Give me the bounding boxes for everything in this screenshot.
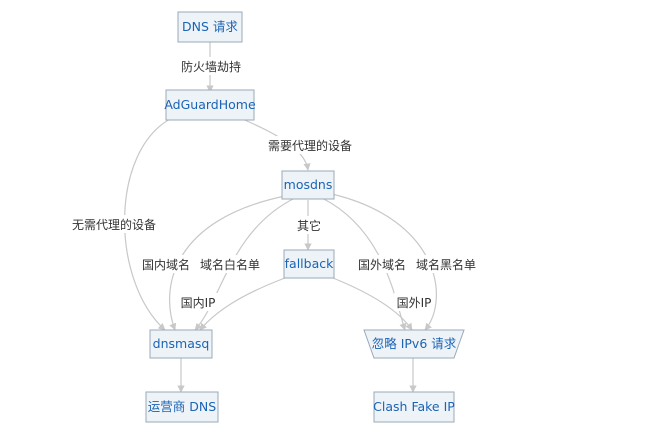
label-firewall-hijack: 防火墙劫持	[181, 59, 241, 74]
label-domestic-domain: 国内域名	[142, 257, 190, 272]
label-domain-whitelist: 域名白名单	[200, 257, 260, 272]
label-foreign-ip: 国外IP	[397, 296, 432, 310]
node-isp-dns[interactable]: 运营商 DNS	[145, 391, 219, 423]
label-needs-proxy: 需要代理的设备	[268, 138, 352, 153]
node-clash-fake-ip-label: Clash Fake IP	[373, 399, 455, 414]
node-dnsmasq-label: dnsmasq	[153, 336, 210, 351]
node-ignore-ipv6[interactable]: 忽略 IPv6 请求	[363, 329, 465, 359]
node-ignore-ipv6-label: 忽略 IPv6 请求	[372, 336, 457, 351]
edge-labels: 防火墙劫持 需要代理的设备 无需代理的设备 其它 国内域名 域名白名单 国外域名…	[70, 57, 478, 311]
node-dnsmasq[interactable]: dnsmasq	[149, 329, 213, 359]
node-fallback-label: fallback	[285, 256, 334, 271]
node-dns-request-label: DNS 请求	[182, 19, 238, 34]
node-mosdns-label: mosdns	[284, 177, 333, 192]
label-domestic-ip: 国内IP	[181, 296, 216, 310]
node-dns-request[interactable]: DNS 请求	[177, 11, 243, 43]
node-adguardhome-label: AdGuardHome	[164, 97, 256, 112]
label-domain-blacklist: 域名黑名单	[416, 257, 476, 272]
edge-fallback-to-ipv6	[332, 277, 413, 331]
node-fallback[interactable]: fallback	[283, 249, 335, 279]
node-adguardhome[interactable]: AdGuardHome	[164, 89, 256, 121]
node-mosdns[interactable]: mosdns	[281, 170, 335, 200]
label-foreign-domain: 国外域名	[358, 257, 406, 272]
node-isp-dns-label: 运营商 DNS	[148, 399, 216, 414]
edge-fallback-to-dnsmasq	[199, 277, 286, 331]
node-clash-fake-ip[interactable]: Clash Fake IP	[373, 391, 455, 423]
label-other: 其它	[297, 218, 321, 233]
label-no-proxy: 无需代理的设备	[72, 217, 156, 232]
